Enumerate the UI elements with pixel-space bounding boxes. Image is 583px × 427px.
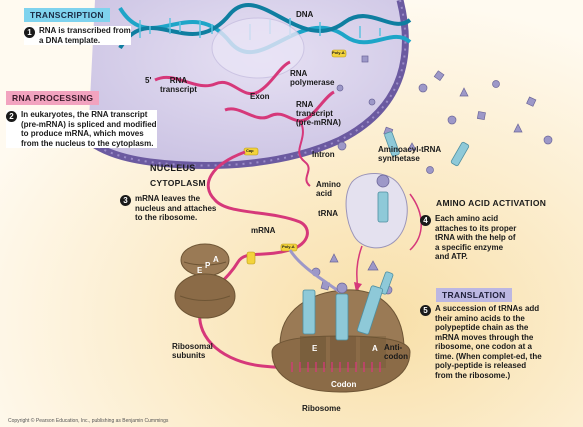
cap-tag-mrna: [247, 252, 255, 264]
label-dna: DNA: [296, 10, 313, 19]
trna-synthetase: [346, 173, 407, 247]
label-site-a: A: [372, 344, 378, 353]
label-intron: Intron: [312, 150, 335, 159]
step-number: 5: [420, 305, 431, 316]
label-exon: Exon: [250, 92, 270, 101]
label-mrna: mRNA: [251, 226, 275, 235]
section-header-translation: TRANSLATION: [436, 288, 512, 302]
section-header-amino-acid-activation: AMINO ACID ACTIVATION: [436, 198, 546, 208]
label-ribosome: Ribosome: [302, 404, 341, 413]
label-cap: Cap: [246, 147, 254, 154]
label-site-e-subunit: E: [197, 266, 202, 275]
label-trna: tRNA: [318, 209, 338, 218]
ribosomal-subunits: [175, 244, 235, 318]
cytoplasm-label: CYTOPLASM: [150, 178, 206, 188]
copyright-notice: Copyright © Pearson Education, Inc., pub…: [8, 418, 168, 424]
label-site-a-subunit: A: [213, 255, 219, 264]
section-header-transcription: TRANSCRIPTION: [24, 8, 110, 22]
step-number: 4: [420, 215, 431, 226]
label-site-e: E: [312, 344, 317, 353]
label-anticodon: Anti-codon: [384, 343, 408, 361]
step-text: In eukaryotes, the RNA transcript(pre-mR…: [21, 110, 157, 148]
section-header-rna-processing: RNA PROCESSING: [6, 91, 99, 105]
step-2: 2 In eukaryotes, the RNA transcript(pre-…: [6, 110, 157, 148]
label-five-prime: 5': [145, 76, 151, 85]
step-number: 1: [24, 27, 35, 38]
nucleus-label: NUCLEUS: [150, 163, 196, 173]
label-poly-a-top: Poly-A: [332, 49, 345, 56]
label-site-p-subunit: P: [205, 261, 210, 270]
step-number: 3: [120, 195, 131, 206]
label-poly-a: Poly-A: [282, 243, 295, 250]
step-number: 2: [6, 111, 17, 122]
label-codon: Codon: [331, 380, 356, 389]
amino-acid-on-synthetase: [377, 175, 389, 187]
trna-on-synthetase: [378, 192, 388, 222]
